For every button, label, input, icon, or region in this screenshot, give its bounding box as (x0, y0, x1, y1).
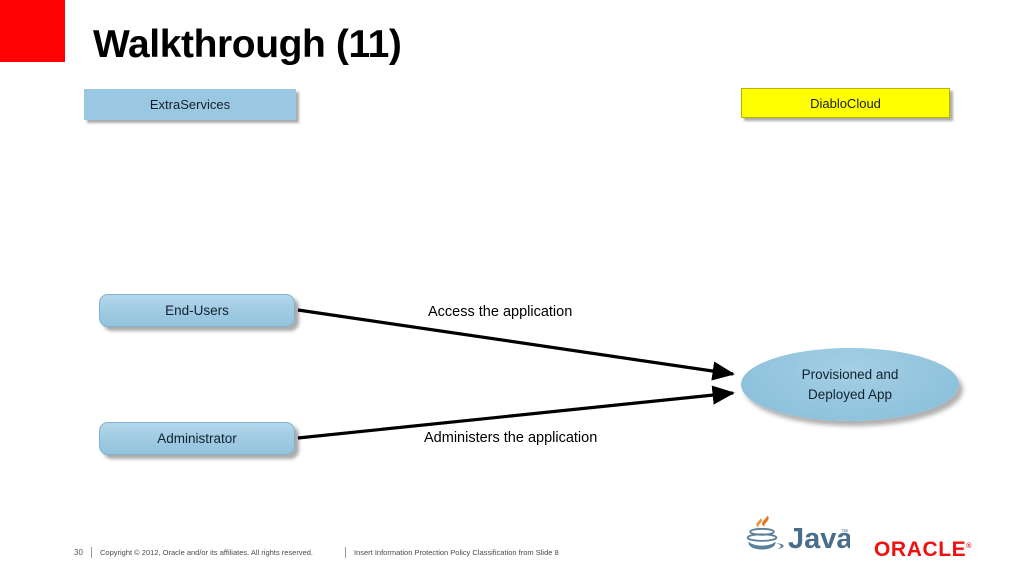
footer-copyright-text: Copyright © 2012, Oracle and/or its affi… (100, 548, 313, 557)
box-diablo-cloud-label: DiabloCloud (810, 95, 881, 111)
java-wordmark: Java (788, 523, 850, 555)
box-diablo-cloud[interactable]: DiabloCloud (741, 88, 950, 118)
oracle-logo: ORACLE® (874, 536, 992, 561)
slide-title: Walkthrough (11) (93, 23, 402, 66)
footer-classification-text: Insert Information Protection Policy Cla… (354, 548, 559, 557)
ellipse-provisioned-deployed-app[interactable]: Provisioned and Deployed App (741, 348, 959, 421)
ellipse-label-line-1: Provisioned and (801, 366, 899, 382)
arrow-caption-access-the-application: Access the application (428, 304, 573, 320)
arrow-caption-administers-the-application: Administers the application (424, 430, 598, 446)
box-end-users-label: End-Users (165, 303, 229, 318)
footer-bar: 30 Copyright © 2012, Oracle and/or its a… (0, 544, 1024, 576)
footer-divider-left (91, 547, 92, 558)
box-end-users[interactable]: End-Users (99, 294, 295, 327)
ellipse-label-line-2: Deployed App (807, 386, 893, 402)
box-administrator[interactable]: Administrator (99, 422, 295, 455)
oracle-wordmark: ORACLE (874, 538, 967, 561)
box-extra-services[interactable]: ExtraServices (84, 89, 296, 120)
java-logo: Java ™ (746, 515, 850, 555)
footer-divider-right (345, 547, 346, 558)
java-trademark-icon: ™ (841, 529, 848, 536)
red-corner-marker (0, 0, 65, 62)
box-extra-services-label: ExtraServices (149, 97, 231, 112)
footer-page-number: 30 (74, 548, 83, 557)
oracle-registered-icon: ® (966, 543, 973, 550)
box-administrator-label: Administrator (157, 431, 237, 446)
